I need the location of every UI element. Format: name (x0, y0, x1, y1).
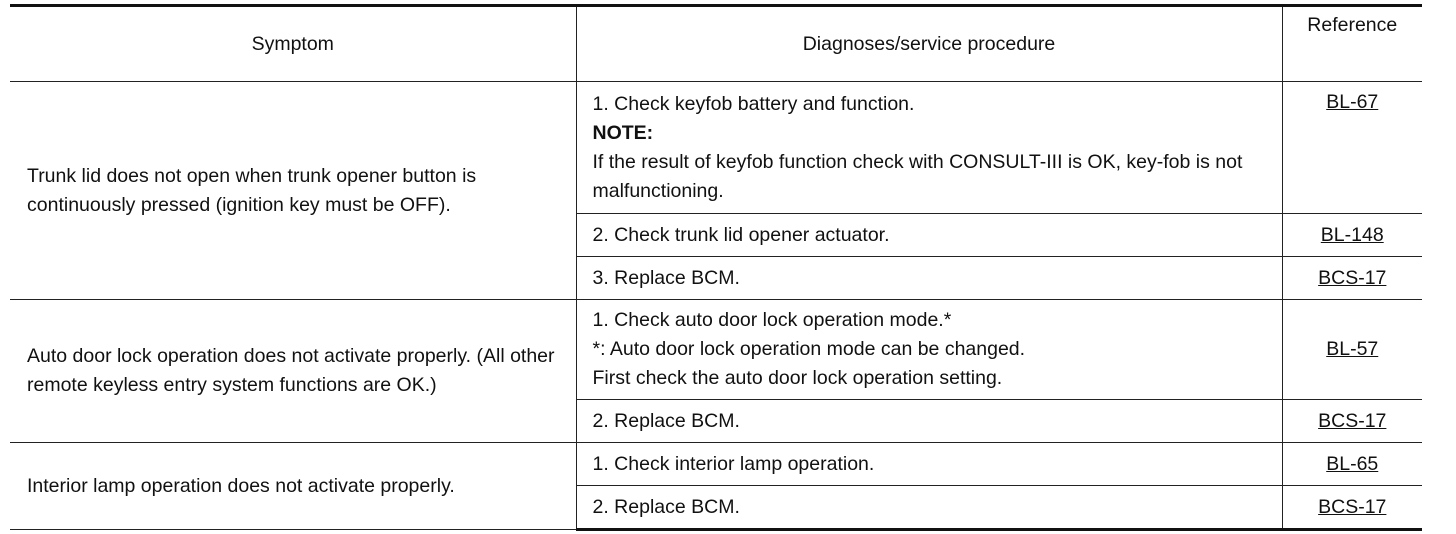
procedure-line: 1. Check auto door lock operation mode.* (592, 309, 952, 331)
reference-link[interactable]: BL-57 (1326, 338, 1379, 360)
procedure-cell: 1. Check interior lamp operation. (575, 442, 1283, 486)
procedure-line: First check the auto door lock operation… (592, 367, 1003, 389)
symptom-cell: Trunk lid does not open when trunk opene… (10, 81, 577, 300)
procedure-cell: 3. Replace BCM. (576, 256, 1283, 300)
procedure-cell: 1. Check keyfob battery and function. NO… (575, 81, 1283, 214)
header-symptom: Symptom (10, 5, 577, 82)
reference-cell: BL-67 (1281, 81, 1422, 214)
reference-link[interactable]: BL-67 (1326, 91, 1379, 113)
procedure-line: 2. Replace BCM. (592, 409, 740, 432)
reference-cell: BCS-17 (1281, 256, 1422, 300)
note-text: If the result of keyfob function check w… (592, 150, 1243, 202)
procedure-line: 1. Check interior lamp operation. (592, 452, 875, 475)
header-reference: Reference (1281, 5, 1422, 82)
reference-cell: BL-65 (1281, 442, 1422, 486)
procedure-line: 3. Replace BCM. (592, 266, 740, 289)
table-row: Auto door lock operation does not activa… (10, 299, 1422, 443)
procedure-line: *: Auto door lock operation mode can be … (592, 338, 1026, 360)
reference-cell: BCS-17 (1281, 485, 1422, 531)
table-row: 2. Replace BCM. BCS-17 (10, 485, 1422, 531)
symptom-cell: Auto door lock operation does not activa… (10, 299, 577, 443)
reference-link[interactable]: BL-148 (1320, 223, 1384, 246)
procedure-cell: 2. Replace BCM. (576, 399, 1283, 443)
group-trunk-lid: Trunk lid does not open when trunk opene… (10, 81, 1422, 300)
procedure-cell: 2. Check trunk lid opener actuator. (576, 213, 1283, 257)
procedure-line: 2. Replace BCM. (592, 495, 740, 518)
procedure-cell: 1. Check auto door lock operation mode.*… (575, 299, 1283, 400)
group-auto-door-lock: Auto door lock operation does not activa… (10, 299, 1422, 443)
symptom-cell: Interior lamp operation does not activat… (10, 442, 577, 530)
table-row: Trunk lid does not open when trunk opene… (10, 81, 1422, 300)
reference-link[interactable]: BL-65 (1326, 452, 1379, 475)
table-row: Interior lamp operation does not activat… (10, 442, 1422, 530)
reference-cell: BL-57 (1281, 299, 1422, 400)
procedure-line: 2. Check trunk lid opener actuator. (592, 223, 890, 246)
note-label: NOTE: (592, 121, 654, 144)
procedure-cell: 2. Replace BCM. (576, 485, 1283, 531)
reference-cell: BL-148 (1281, 213, 1422, 257)
group-interior-lamp: Interior lamp operation does not activat… (10, 442, 1422, 531)
reference-link[interactable]: BCS-17 (1318, 495, 1387, 518)
header-procedure: Diagnoses/service procedure (575, 5, 1283, 82)
header-row: Symptom Diagnoses/service procedure Refe… (10, 5, 1422, 82)
reference-link[interactable]: BCS-17 (1318, 409, 1387, 432)
table-row: 2. Replace BCM. BCS-17 (10, 399, 1422, 443)
reference-cell: BCS-17 (1281, 399, 1422, 443)
table-row: 2. Check trunk lid opener actuator. BL-1… (10, 213, 1422, 257)
procedure-line: 1. Check keyfob battery and function. (592, 92, 915, 115)
reference-link[interactable]: BCS-17 (1318, 266, 1387, 289)
table-row: 3. Replace BCM. BCS-17 (10, 256, 1422, 300)
symptom-table: Symptom Diagnoses/service procedure Refe… (10, 4, 1422, 531)
